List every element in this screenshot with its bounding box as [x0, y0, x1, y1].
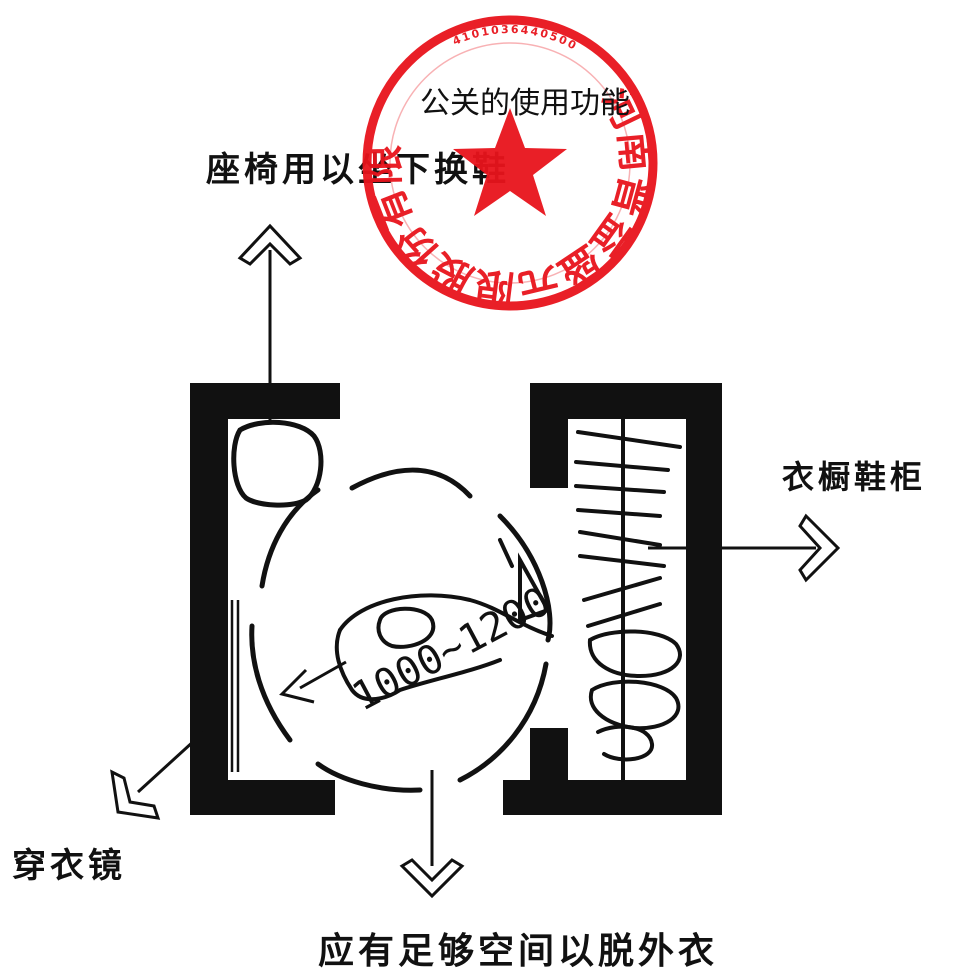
arrow-to-seat-label	[237, 223, 303, 422]
seat-label: 座椅用以坐下换鞋	[206, 150, 510, 190]
arrow-to-mirror-label	[110, 728, 208, 820]
mirror-label: 穿衣镜	[12, 846, 126, 886]
arrow-to-wardrobe-label	[648, 513, 841, 583]
wardrobe-label: 衣橱鞋柜	[782, 458, 927, 496]
seat-shape	[231, 419, 324, 508]
arrow-to-mirror-inside	[279, 660, 347, 704]
page-header: 公关的使用功能	[420, 86, 630, 121]
mirror-panel	[230, 600, 240, 772]
arrow-to-space-label	[399, 770, 465, 899]
circulation-circle	[249, 467, 553, 793]
space-label: 应有足够空间以脱外衣	[318, 931, 719, 972]
person-topview	[334, 538, 554, 702]
right-wall	[503, 383, 722, 815]
wardrobe-hangers	[574, 416, 682, 782]
company-seal-stamp: 4101036440500 河南晋益盛元限股份有限公司	[360, 13, 659, 312]
left-wall	[190, 383, 340, 815]
stamp-star	[453, 108, 567, 216]
